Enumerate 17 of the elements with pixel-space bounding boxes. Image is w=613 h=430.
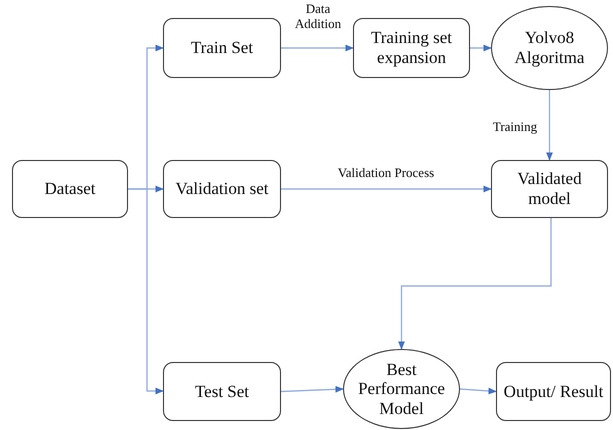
arrow bbox=[281, 44, 354, 52]
process-box: Output/ Result bbox=[496, 362, 611, 421]
arrow bbox=[398, 218, 552, 350]
arrow bbox=[281, 186, 492, 192]
process-box: Training set expansion bbox=[353, 18, 470, 78]
arrow bbox=[470, 44, 492, 52]
process-box: Validation set bbox=[163, 160, 281, 218]
arrow bbox=[546, 90, 553, 161]
process-box: Train Set bbox=[163, 18, 281, 78]
process-box: Validated model bbox=[491, 160, 608, 218]
arrow bbox=[128, 188, 164, 394]
process-box: Test Set bbox=[163, 362, 281, 421]
process-box: Dataset bbox=[12, 160, 128, 218]
process-ellipse: Yolvo8 Algoritma bbox=[491, 6, 608, 90]
arrow bbox=[460, 388, 497, 394]
arrow bbox=[280, 386, 344, 393]
process-ellipse: Best Performance Model bbox=[343, 349, 460, 429]
